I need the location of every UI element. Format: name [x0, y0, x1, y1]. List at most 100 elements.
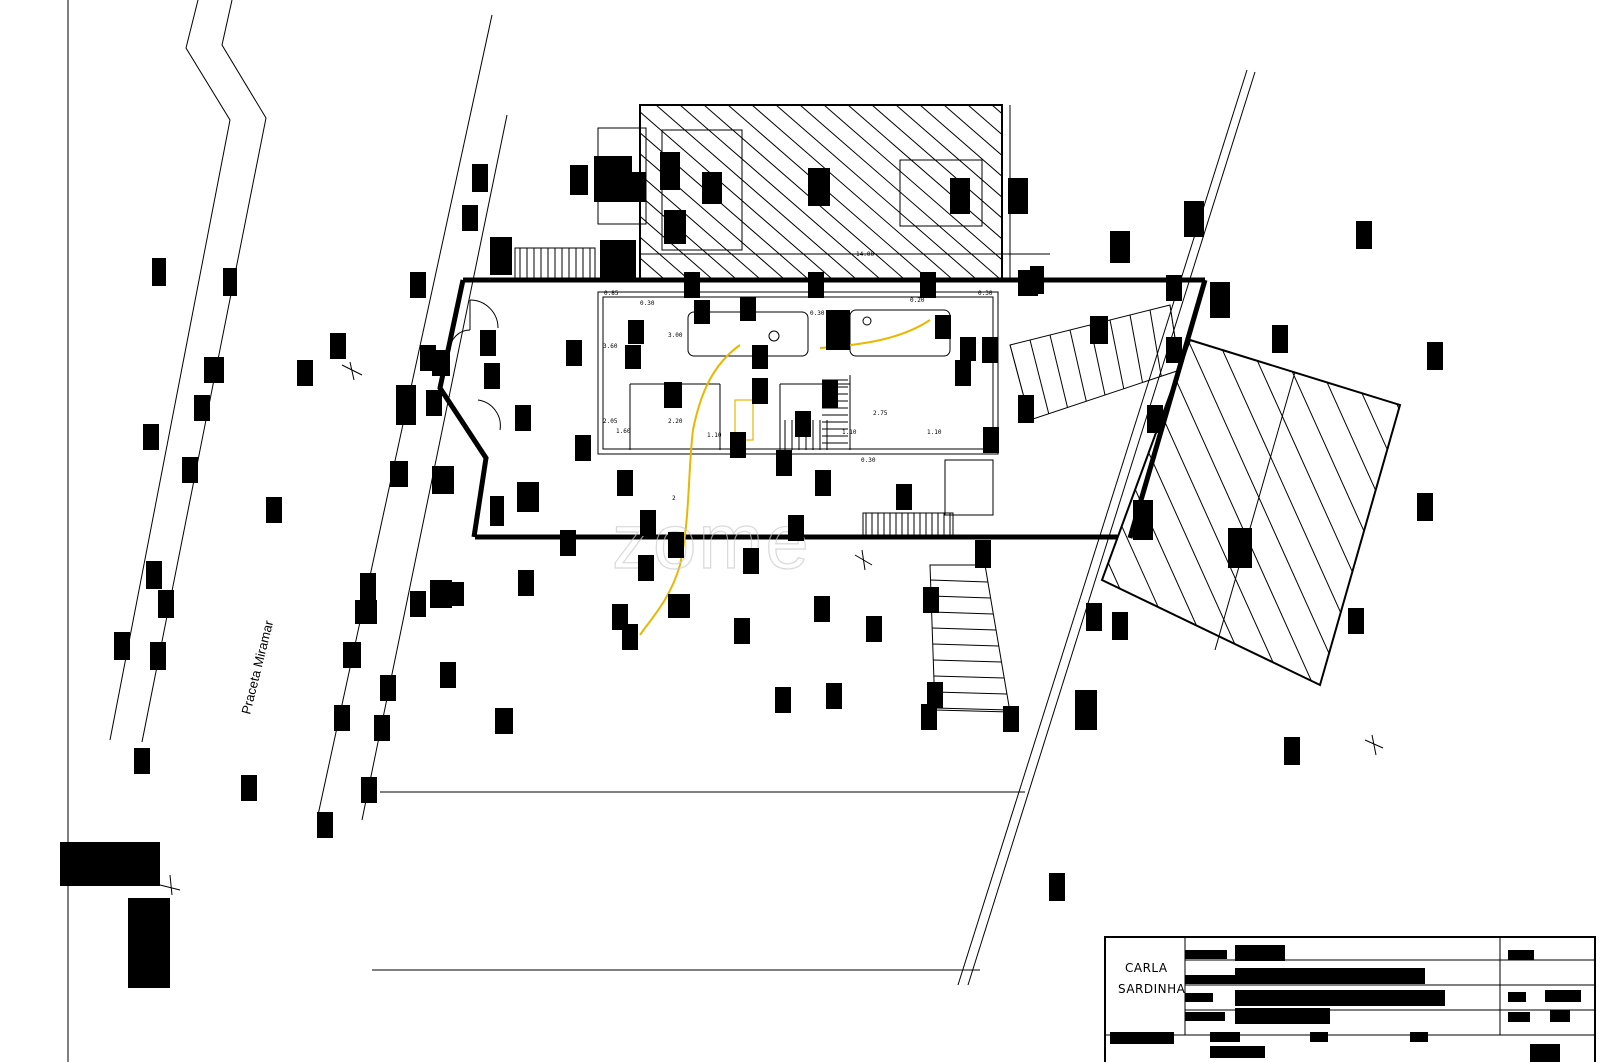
hatch-line	[871, 105, 1002, 219]
redaction-block	[775, 687, 791, 713]
redaction-block	[355, 600, 377, 624]
redaction-block	[1030, 266, 1044, 294]
redaction-block	[396, 385, 416, 425]
dimension-d2: 0.30	[640, 300, 655, 307]
redaction-block	[134, 748, 150, 774]
hatch-line	[919, 105, 1002, 177]
redaction-block	[150, 642, 166, 670]
redaction-block	[410, 591, 426, 617]
redaction-block	[935, 315, 951, 339]
redaction-block	[664, 382, 682, 408]
redaction-block	[1003, 706, 1019, 732]
redaction-block	[927, 682, 943, 708]
redaction-block	[575, 435, 591, 461]
redaction-block	[448, 582, 464, 606]
redaction-block	[1508, 950, 1534, 960]
neighbour-building-right	[1100, 300, 1600, 700]
redaction-block	[826, 310, 850, 350]
dimension-d8: 2.05	[603, 418, 618, 425]
redaction-block	[518, 570, 534, 596]
redaction-block	[1410, 1032, 1428, 1042]
redaction-block	[426, 390, 442, 416]
redaction-block	[752, 345, 768, 369]
ramp-step	[1109, 319, 1125, 389]
redaction-block	[1166, 337, 1182, 363]
redaction-block	[330, 333, 346, 359]
redaction-block	[1356, 221, 1372, 249]
redaction-block	[410, 272, 426, 298]
redaction-block	[390, 461, 408, 487]
redaction-marks	[60, 152, 1581, 1062]
redaction-block	[1210, 282, 1230, 318]
dimension-d3: 3.00	[668, 332, 683, 339]
redaction-block	[515, 405, 531, 431]
redaction-block	[920, 272, 936, 298]
street-name-label: Praceta Miramar	[238, 618, 276, 716]
redaction-block	[740, 297, 756, 321]
left-road	[109, 0, 267, 743]
dimension-d16: 2	[672, 495, 676, 502]
left-facade-doors	[449, 299, 501, 431]
redaction-block	[730, 432, 746, 458]
redaction-block	[1348, 608, 1364, 634]
hatch-line	[640, 194, 738, 280]
redaction-block	[360, 573, 376, 601]
hatch-line	[1440, 300, 1600, 700]
redaction-block	[866, 616, 882, 642]
redaction-block	[795, 411, 811, 437]
redaction-block	[430, 580, 452, 608]
redaction-block	[594, 156, 632, 202]
dimension-d12: 2.75	[873, 410, 888, 417]
redaction-block	[896, 484, 912, 510]
redaction-block	[1008, 178, 1028, 214]
redaction-block	[334, 705, 350, 731]
dimension-labels: 14.00 0.85 0.30 3.00 3.60 0.30 0.20 0.30…	[603, 251, 1050, 502]
redaction-block	[752, 378, 768, 404]
redaction-block	[1210, 1046, 1265, 1058]
redaction-block	[1508, 1012, 1530, 1022]
redaction-block	[684, 272, 700, 298]
redaction-block	[241, 775, 257, 801]
redaction-block	[743, 548, 759, 574]
dimension-d10: 2.20	[668, 418, 683, 425]
hatch-line	[1064, 105, 1265, 280]
redaction-block	[638, 555, 654, 581]
hatch-line	[1319, 340, 1400, 685]
hatch-line	[640, 153, 786, 280]
redaction-block	[182, 457, 198, 483]
redaction-block	[480, 330, 496, 356]
redaction-block	[566, 340, 582, 366]
ramp-step	[933, 659, 1002, 663]
redaction-block	[266, 497, 282, 523]
hatch-line	[847, 105, 1002, 240]
redaction-block	[612, 604, 628, 630]
redaction-block	[560, 530, 576, 556]
redaction-block	[1185, 1012, 1225, 1021]
redaction-block	[484, 363, 500, 389]
redaction-block	[1147, 405, 1163, 433]
redaction-block	[1235, 968, 1425, 984]
hatch-line	[679, 105, 882, 280]
ramp-step	[932, 627, 996, 631]
hatch-line	[943, 105, 1002, 157]
hatch-line	[1160, 105, 1361, 280]
ramp-step	[1049, 334, 1068, 408]
dimension-d1: 0.85	[604, 290, 619, 297]
hatch-line	[1184, 105, 1385, 280]
redaction-block	[495, 708, 513, 734]
hatch-line	[1379, 340, 1400, 685]
redaction-block	[1110, 1032, 1174, 1044]
hatch-line	[751, 105, 954, 280]
redaction-block	[1235, 945, 1285, 961]
redaction-block	[734, 618, 750, 644]
redaction-block	[626, 172, 646, 202]
redaction-block	[975, 540, 991, 568]
redaction-block	[668, 594, 690, 618]
redaction-block	[1086, 603, 1102, 631]
ramp-step	[1069, 329, 1087, 402]
hatch-line	[655, 105, 858, 280]
hatch-line	[640, 236, 690, 280]
hatch-line	[640, 173, 762, 280]
ramp-step	[934, 691, 1007, 695]
